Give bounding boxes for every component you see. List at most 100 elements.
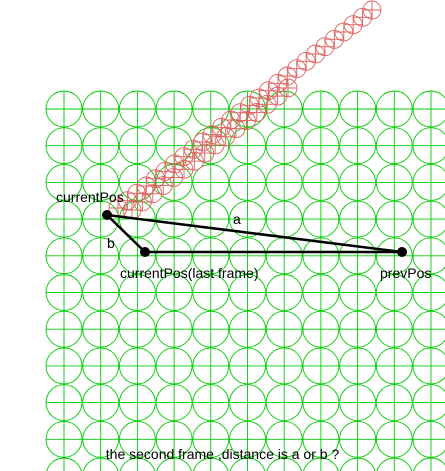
grid-circle bbox=[118, 420, 156, 458]
trail-circle bbox=[362, 0, 382, 20]
grid-circle bbox=[82, 457, 119, 471]
grid-circle bbox=[82, 127, 120, 165]
grid-circle bbox=[82, 347, 120, 385]
grid-circle bbox=[265, 237, 303, 275]
grid-circle bbox=[45, 420, 83, 458]
grid-circle bbox=[192, 347, 230, 385]
grid-circle bbox=[265, 90, 303, 128]
grid-circle bbox=[119, 457, 156, 471]
grid-circle bbox=[412, 310, 445, 348]
grid-circle bbox=[229, 384, 266, 422]
grid-circle bbox=[155, 347, 193, 385]
grid-circle bbox=[339, 237, 377, 275]
grid-circle bbox=[302, 237, 340, 275]
grid-circle bbox=[339, 90, 377, 128]
grid-circle bbox=[265, 420, 303, 458]
grid-circle bbox=[265, 310, 303, 348]
grid-circle bbox=[339, 200, 377, 238]
label-b: b bbox=[107, 235, 115, 251]
grid-circle bbox=[45, 200, 83, 238]
trail-circle bbox=[315, 37, 335, 57]
grid-circle bbox=[375, 200, 413, 238]
grid-circle bbox=[229, 200, 266, 238]
grid-circle bbox=[156, 457, 192, 471]
grid-circle bbox=[376, 457, 413, 471]
trail-circle bbox=[226, 119, 246, 139]
grid-circle bbox=[229, 127, 266, 165]
trail-circle bbox=[195, 143, 215, 163]
grid-circle bbox=[45, 127, 83, 165]
grid-circle bbox=[302, 127, 340, 165]
grid-circle bbox=[375, 310, 413, 348]
grid-circle bbox=[82, 310, 120, 348]
grid-circle bbox=[412, 274, 445, 311]
grid-circle bbox=[375, 163, 413, 201]
grid-circle bbox=[229, 237, 266, 275]
grid-circle bbox=[155, 384, 193, 422]
grid-circle bbox=[155, 420, 193, 458]
grid-circle bbox=[192, 200, 230, 238]
trail-circle bbox=[324, 29, 344, 49]
grid-circle bbox=[192, 420, 230, 458]
trail-circle bbox=[202, 125, 222, 145]
grid-circle bbox=[375, 384, 413, 422]
grid-circle bbox=[412, 420, 445, 458]
grid-circle bbox=[45, 274, 83, 311]
grid-circle bbox=[118, 90, 156, 128]
grid-circle bbox=[302, 347, 340, 385]
trail-circle bbox=[296, 51, 316, 71]
segment-b bbox=[106, 214, 146, 253]
grid-circle bbox=[155, 200, 193, 238]
grid-circle bbox=[118, 384, 156, 422]
grid-circle bbox=[229, 163, 266, 201]
red-circle-trail bbox=[108, 0, 382, 220]
grid-circle bbox=[118, 163, 156, 201]
prev-pos-label: prevPos bbox=[380, 265, 431, 281]
grid-circle bbox=[412, 347, 445, 385]
grid-circle bbox=[412, 127, 445, 165]
label-a: a bbox=[233, 211, 241, 227]
grid-circle bbox=[192, 310, 230, 348]
grid-circle bbox=[82, 90, 120, 128]
grid-circle bbox=[265, 200, 303, 238]
grid-circle bbox=[412, 237, 445, 275]
grid-circle bbox=[118, 347, 156, 385]
grid-circle bbox=[265, 347, 303, 385]
trail-circle bbox=[193, 132, 213, 152]
grid-circle bbox=[82, 237, 120, 275]
grid-circle bbox=[412, 200, 445, 238]
grid-circle bbox=[192, 163, 230, 201]
grid-circle bbox=[45, 310, 83, 348]
grid-circle bbox=[375, 127, 413, 165]
grid-circle bbox=[118, 310, 156, 348]
grid-circle bbox=[45, 347, 83, 385]
grid-circle bbox=[412, 384, 445, 422]
segment-a bbox=[106, 213, 403, 254]
grid-circle bbox=[375, 420, 413, 458]
grid-circle bbox=[302, 420, 340, 458]
grid-circle bbox=[82, 384, 120, 422]
grid-circle bbox=[339, 384, 377, 422]
grid-circle bbox=[118, 274, 156, 311]
grid-circle bbox=[302, 90, 340, 128]
grid-circle bbox=[375, 237, 413, 275]
grid-circle bbox=[45, 237, 83, 275]
grid-circle bbox=[339, 163, 377, 201]
grid-circle bbox=[339, 420, 377, 458]
grid-circle bbox=[339, 457, 376, 471]
grid-circle bbox=[118, 127, 156, 165]
grid-circle bbox=[192, 274, 230, 311]
grid-circle bbox=[229, 347, 266, 385]
trail-circle bbox=[287, 59, 307, 79]
trail-circle bbox=[212, 117, 231, 137]
grid-circle bbox=[229, 457, 266, 471]
current-pos-last-point bbox=[140, 247, 150, 257]
trail-circle bbox=[257, 94, 277, 114]
grid-circle bbox=[45, 384, 83, 422]
grid-circle bbox=[375, 347, 413, 385]
grid-circle bbox=[155, 237, 193, 275]
grid-circle bbox=[46, 457, 82, 471]
current-pos-last-label: currentPos(last frame) bbox=[120, 265, 258, 281]
grid-circle bbox=[412, 163, 445, 201]
grid-circle bbox=[266, 457, 302, 471]
